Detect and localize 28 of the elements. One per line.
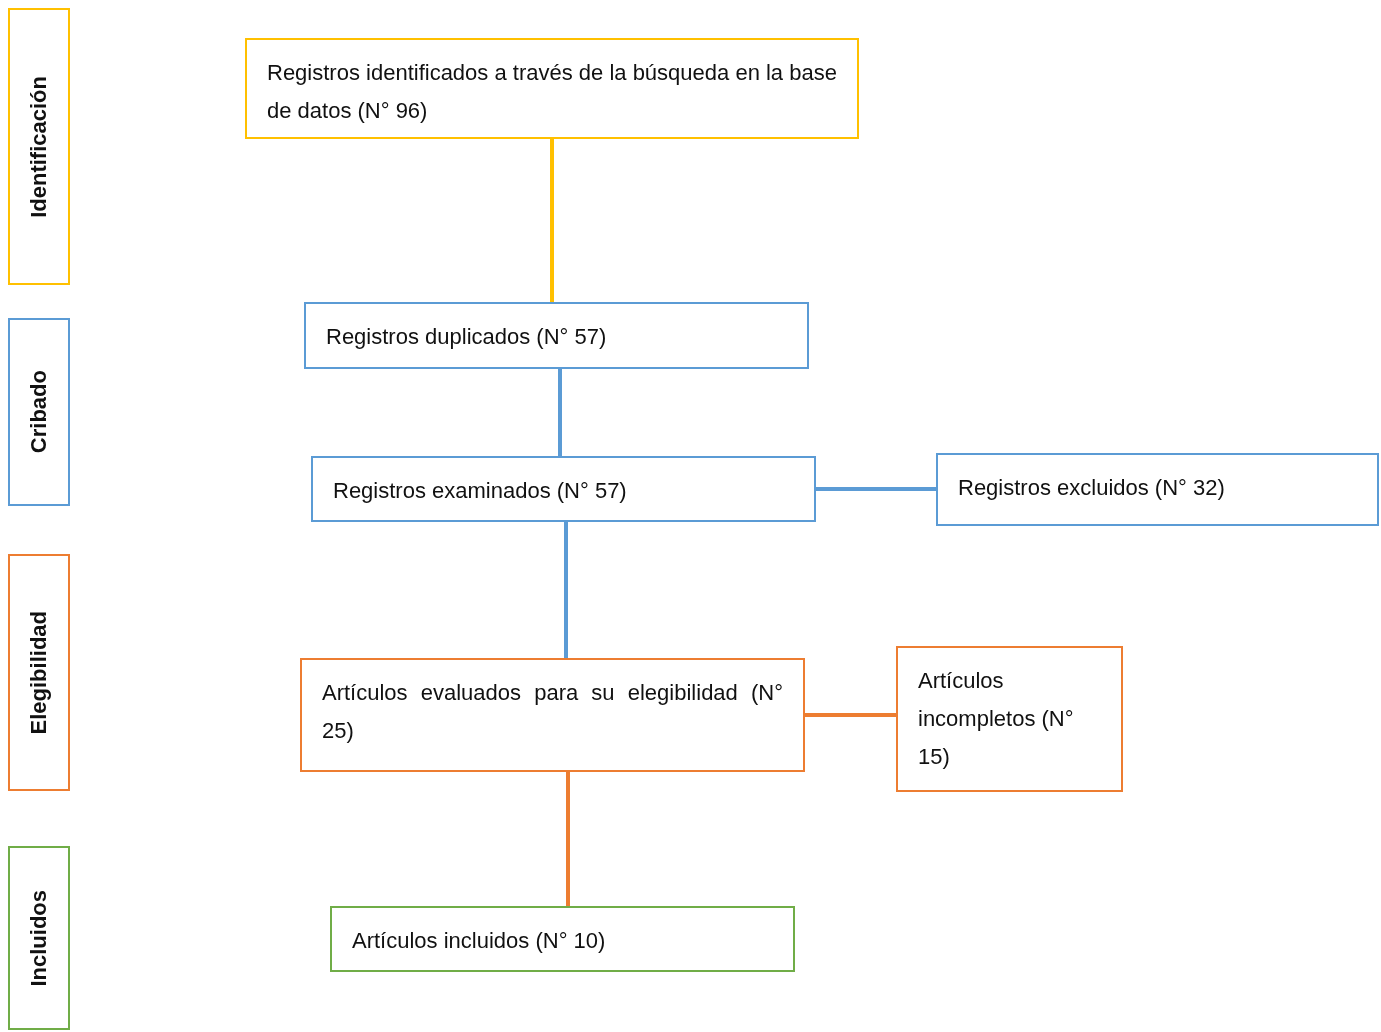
box-text: Registros duplicados (N° 57): [326, 323, 608, 351]
stage-band: [8, 318, 70, 506]
connector-line: [805, 713, 896, 717]
process-box: [304, 302, 809, 369]
stage-label: Cribado: [26, 370, 52, 454]
process-box: [300, 658, 805, 772]
connector-line: [550, 139, 554, 302]
process-box: [330, 906, 795, 972]
process-box: [936, 453, 1379, 526]
box-text: Registros examinados (N° 57): [333, 477, 628, 505]
connector-line: [566, 772, 570, 906]
process-box: [311, 456, 816, 522]
stage-label: Identificación: [26, 75, 52, 218]
connector-line: [558, 369, 562, 456]
process-box: [896, 646, 1123, 792]
stage-band: [8, 8, 70, 285]
box-text: Artículos incompletos (N° 15): [918, 667, 1075, 771]
box-text: Artículos incluidos (N° 10): [352, 927, 607, 955]
connector-line: [816, 487, 936, 491]
stage-band: [8, 846, 70, 1030]
box-text: Registros identificados a través de la búsqueda en la base de datos (N° 96): [267, 59, 837, 125]
stage-band: [8, 554, 70, 791]
stage-label: Elegibilidad: [26, 610, 52, 735]
stage-label: Incluidos: [26, 889, 52, 987]
box-text: Registros excluidos (N° 32): [958, 474, 1226, 502]
box-text: Artículos evaluados para su elegibilidad (N° 25): [322, 679, 783, 745]
connector-line: [564, 522, 568, 658]
process-box: [245, 38, 859, 139]
